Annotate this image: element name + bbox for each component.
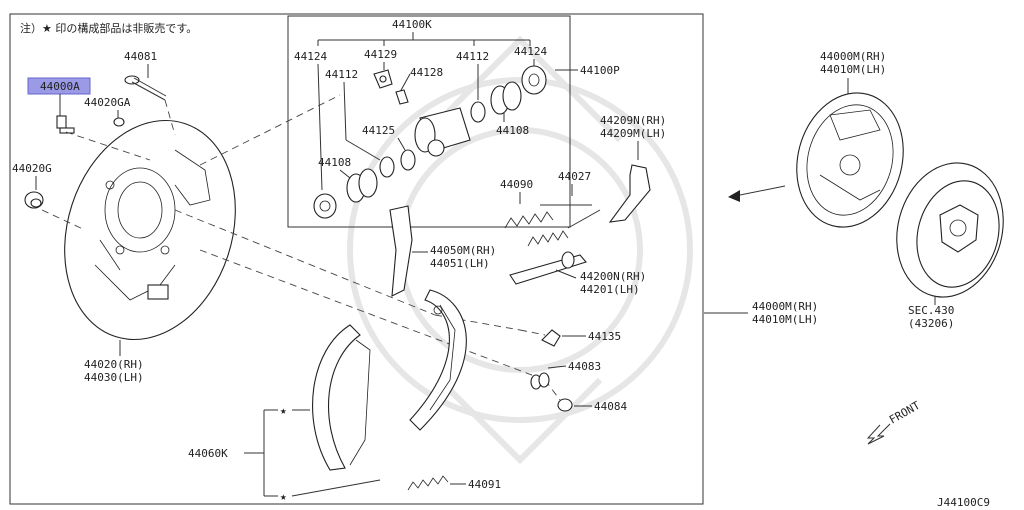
label-44108-left[interactable]: 44108 <box>318 156 351 169</box>
label-44050m[interactable]: 44050M(RH) <box>430 244 496 257</box>
leader-44083 <box>547 365 567 369</box>
label-44112-left[interactable]: 44112 <box>325 68 358 81</box>
label-sec430-code[interactable]: (43206) <box>908 317 954 330</box>
leader-44125 <box>397 137 406 151</box>
adjuster-44200n <box>509 251 587 285</box>
grommet-44020ga <box>113 117 125 127</box>
label-44100p[interactable]: 44100P <box>580 64 620 77</box>
label-44112-right[interactable]: 44112 <box>456 50 489 63</box>
main-frame <box>9 13 704 505</box>
label-44000m-top[interactable]: 44000M(RH) <box>820 50 886 63</box>
label-44083[interactable]: 44083 <box>568 360 601 373</box>
cup-44084 <box>557 398 573 412</box>
plug-44020g <box>24 191 44 209</box>
label-44030[interactable]: 44030(LH) <box>84 371 144 384</box>
adjuster-lever-44209n <box>608 164 651 223</box>
brake-back-plate <box>64 119 236 341</box>
star-mark-bottom: ★ <box>280 490 287 503</box>
leader-44112-left-b <box>345 139 381 161</box>
wheel-cylinder-parts <box>313 65 547 219</box>
label-44010m-right[interactable]: 44010M(LH) <box>752 313 818 326</box>
label-44000m-right[interactable]: 44000M(RH) <box>752 300 818 313</box>
label-44200n[interactable]: 44200N(RH) <box>580 270 646 283</box>
assembly-arrow <box>728 185 786 202</box>
spring-44090 <box>504 211 554 229</box>
lever-44050m <box>389 205 413 297</box>
label-44128[interactable]: 44128 <box>410 66 443 79</box>
brake-shoe-front <box>312 324 371 471</box>
label-44027[interactable]: 44027 <box>558 170 591 183</box>
label-44129[interactable]: 44129 <box>364 48 397 61</box>
brake-shoe-rear <box>409 289 467 431</box>
label-44100k[interactable]: 44100K <box>392 18 432 31</box>
leader-44108-left <box>339 169 351 179</box>
bolt-44000a <box>56 115 75 134</box>
label-44084[interactable]: 44084 <box>594 400 627 413</box>
label-44000a[interactable]: 44000A <box>40 80 80 93</box>
label-44090[interactable]: 44090 <box>500 178 533 191</box>
spring-44091 <box>407 475 449 491</box>
label-44020ga[interactable]: 44020GA <box>84 96 131 109</box>
diagram-code: J44100C9 <box>937 496 990 509</box>
label-44201[interactable]: 44201(LH) <box>580 283 640 296</box>
label-44010m-top[interactable]: 44010M(LH) <box>820 63 886 76</box>
label-44091[interactable]: 44091 <box>468 478 501 491</box>
label-sec430[interactable]: SEC.430 <box>908 304 954 317</box>
star-bracket <box>244 409 381 497</box>
label-44051[interactable]: 44051(LH) <box>430 257 490 270</box>
brake-drum <box>896 162 1004 298</box>
label-44060k[interactable]: 44060K <box>188 447 228 460</box>
label-44124-left[interactable]: 44124 <box>294 50 327 63</box>
footnote: 注）★ 印の構成部品は非販売です。 <box>20 21 197 35</box>
bracket-44100k <box>317 32 531 46</box>
star-mark-top: ★ <box>280 404 287 417</box>
label-44108-right[interactable]: 44108 <box>496 124 529 137</box>
part-44000a-highlight[interactable] <box>27 77 91 95</box>
leader-44128 <box>399 73 411 93</box>
label-44209n[interactable]: 44209N(RH) <box>600 114 666 127</box>
front-arrow-icon <box>866 423 891 445</box>
label-44081[interactable]: 44081 <box>124 50 157 63</box>
leader-44112-left <box>343 81 347 141</box>
pin-44081 <box>124 75 167 101</box>
spring-44027 <box>527 204 601 247</box>
label-44020[interactable]: 44020(RH) <box>84 358 144 371</box>
leader-44124-left <box>317 63 323 191</box>
label-44020g[interactable]: 44020G <box>12 162 52 175</box>
label-44209m[interactable]: 44209M(LH) <box>600 127 666 140</box>
brake-assembly <box>796 92 904 228</box>
front-label: FRONT <box>887 399 923 427</box>
label-44124-right[interactable]: 44124 <box>514 45 547 58</box>
leader-44200n <box>555 269 577 279</box>
label-44135[interactable]: 44135 <box>588 330 621 343</box>
spring-44083 <box>530 372 550 390</box>
label-44125[interactable]: 44125 <box>362 124 395 137</box>
clip-44135 <box>541 329 561 347</box>
